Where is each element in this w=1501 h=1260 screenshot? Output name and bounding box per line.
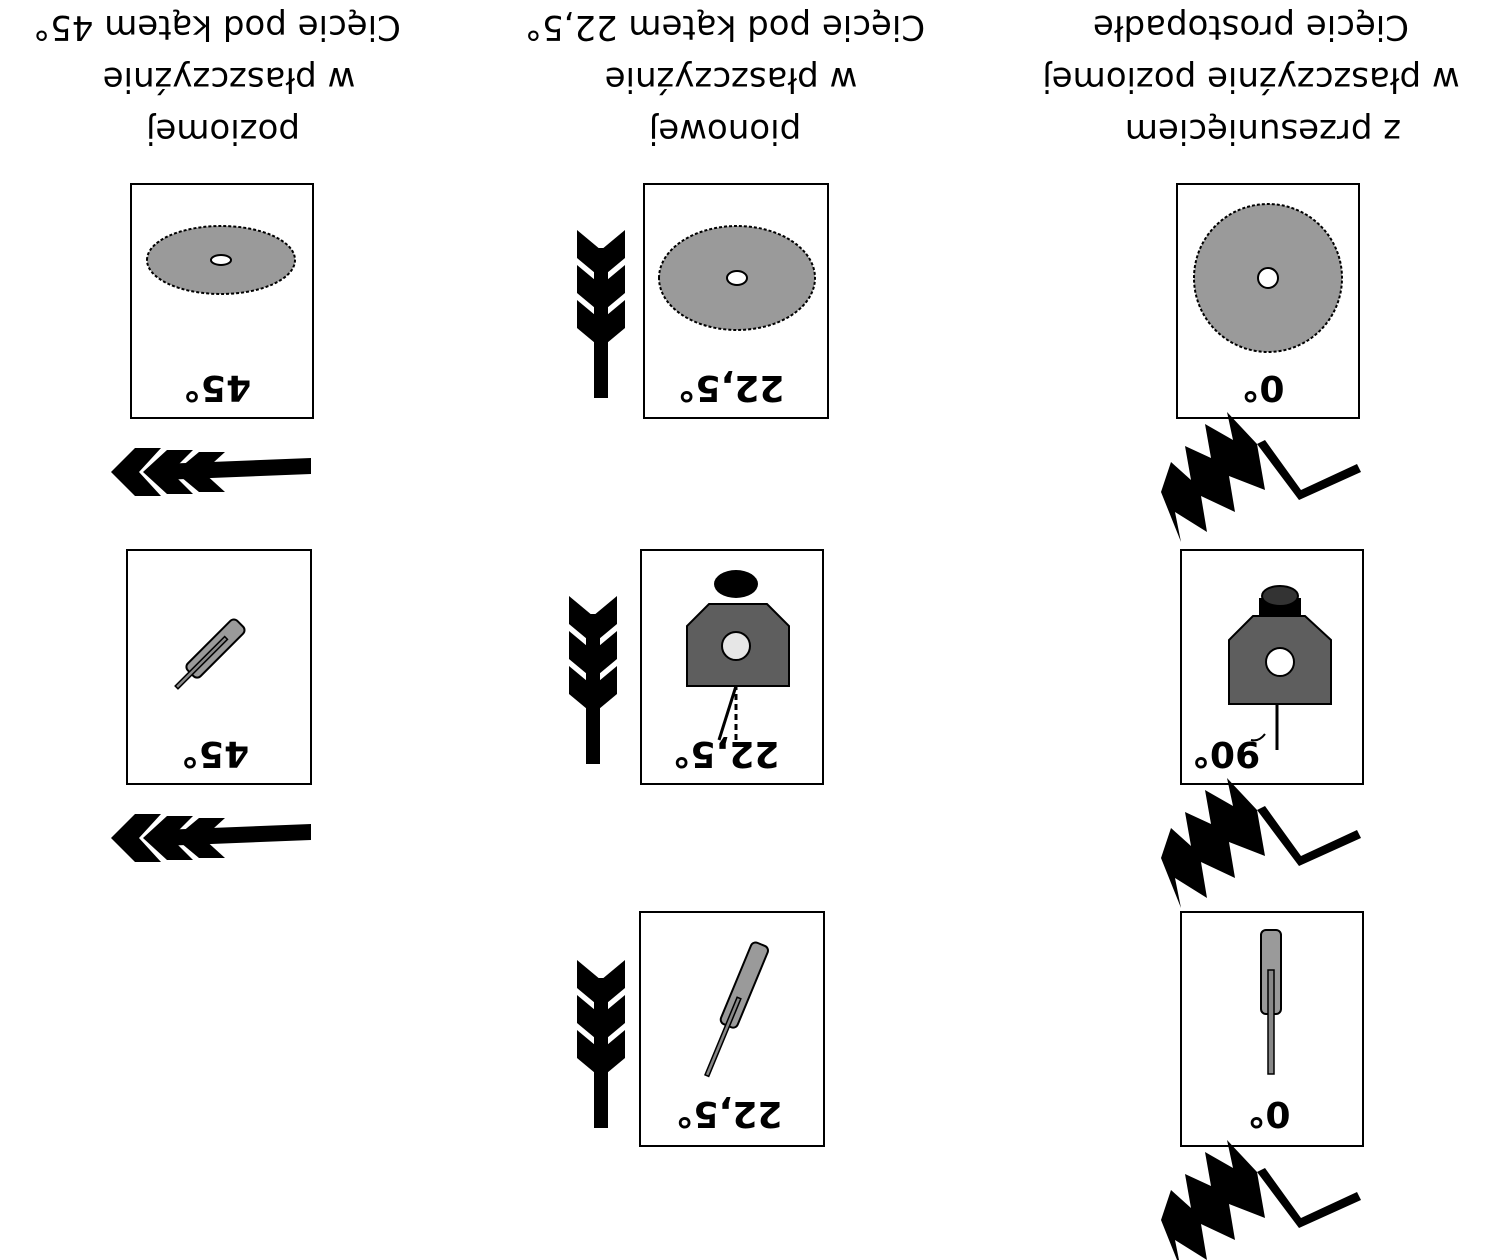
angled-feather-arrow-icon	[1161, 778, 1361, 908]
flat-feather-arrow-icon	[111, 814, 311, 862]
caption-line: w płaszczyźnie poziomej	[1042, 59, 1459, 99]
caption-line: w płaszczyźnie	[605, 59, 858, 99]
angled-feather-arrow-icon	[1161, 1140, 1361, 1260]
angle-label: 45°	[183, 367, 251, 408]
angle-label: 22,5°	[678, 367, 785, 408]
caption-line: Cięcie pod kątem 45°	[33, 7, 401, 47]
saw-view-column-2: 22,5°	[643, 183, 829, 419]
caption-line: Cięcie prostopadłe	[1093, 7, 1409, 47]
angle-label: 90°	[1192, 733, 1260, 774]
caption-line: poziomej	[146, 111, 300, 151]
angle-label: 0°	[1247, 1093, 1290, 1134]
caption-line: pionowej	[649, 111, 801, 151]
saw-blade-icon	[1260, 929, 1282, 1075]
saw-blade-icon	[1193, 203, 1343, 353]
straight-feather-arrow-icon	[577, 960, 625, 1128]
caption-column-1: z przesunięciem w płaszczyźnie poziomej …	[1042, 7, 1459, 151]
saw-head-icon	[686, 570, 790, 687]
blade-view-column-1: 0°	[1180, 911, 1364, 1147]
angle-label: 0°	[1241, 367, 1284, 408]
blade-view-column-2: 22,5°	[639, 911, 825, 1147]
head-view-column-1: 90°	[1180, 549, 1364, 785]
angle-label: 22,5°	[676, 1093, 783, 1134]
saw-view-column-1: 0°	[1176, 183, 1360, 419]
caption-line: Cięcie pod kątem 22,5°	[525, 7, 925, 47]
caption-column-2: pionowej w płaszczyźnie Cięcie pod kątem…	[525, 7, 925, 151]
angled-feather-arrow-icon	[1161, 412, 1361, 542]
saw-blade-icon	[704, 941, 769, 1078]
saw-blade-icon	[174, 618, 246, 690]
head-view-column-3: 45°	[126, 549, 312, 785]
caption-line: z przesunięciem	[1125, 111, 1401, 151]
saw-head-icon	[1228, 585, 1332, 705]
head-view-column-2: 22,5°	[640, 549, 824, 785]
saw-blade-icon	[146, 225, 296, 295]
angle-label: 45°	[181, 733, 249, 774]
caption-line: w płaszczyźnie	[103, 59, 356, 99]
caption-column-3: poziomej w płaszczyźnie Cięcie pod kątem…	[33, 7, 401, 151]
saw-view-column-3: 45°	[130, 183, 314, 419]
flat-feather-arrow-icon	[111, 448, 311, 496]
angle-label: 22,5°	[673, 733, 780, 774]
straight-feather-arrow-icon	[577, 230, 625, 398]
straight-feather-arrow-icon	[569, 596, 617, 764]
saw-blade-icon	[658, 225, 816, 331]
